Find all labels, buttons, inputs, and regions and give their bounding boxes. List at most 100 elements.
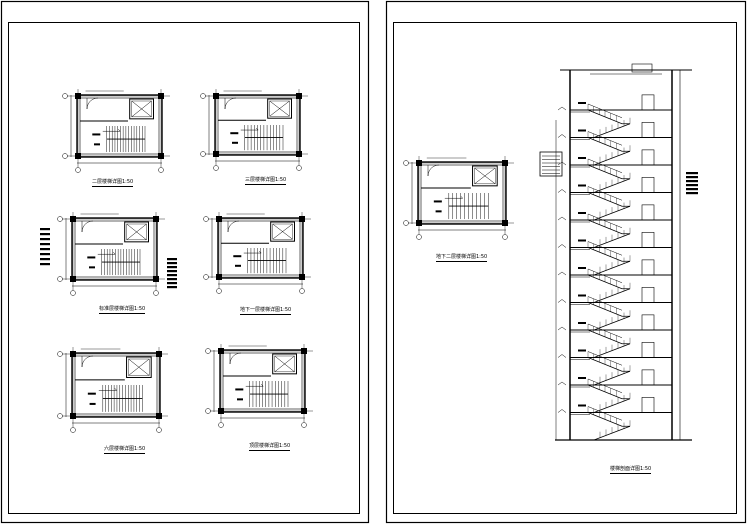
handrail	[587, 158, 623, 173]
axis-bubble	[299, 288, 305, 294]
axis-bubble	[153, 290, 159, 296]
elevator-cross	[269, 100, 290, 117]
elevator-cross	[474, 167, 496, 185]
axis-bubble	[203, 216, 209, 222]
axis-bubble	[62, 93, 68, 99]
stair-flight	[587, 357, 630, 372]
plan-b2	[403, 156, 514, 240]
handrail	[587, 296, 623, 311]
caption-plan-2f: 二层楼梯详图1:50	[92, 179, 134, 187]
level-marker	[557, 161, 567, 166]
right-sheet-frame	[385, 0, 747, 524]
axis-bubble	[70, 427, 76, 433]
side-note	[40, 243, 50, 246]
door-elevation	[641, 287, 655, 303]
stair-flight	[587, 219, 630, 235]
stair-section-drawing	[539, 63, 698, 441]
side-note	[40, 238, 50, 241]
wall-outer	[71, 352, 161, 418]
caption-plan-b1: 地下一层楼梯详图1:50	[240, 307, 292, 315]
handrail	[587, 378, 623, 393]
stair-flight	[587, 329, 630, 345]
level-marker	[557, 326, 567, 331]
handrail	[587, 213, 623, 228]
door-swing	[227, 220, 240, 233]
side-note	[40, 263, 50, 266]
level-label-mark	[578, 322, 586, 324]
side-note	[167, 274, 177, 277]
annotation-mark	[89, 402, 96, 405]
side-note	[40, 248, 50, 251]
annotation-mark	[94, 143, 100, 146]
section-side-note	[686, 176, 698, 179]
handrail	[587, 406, 623, 421]
axis-bubble	[213, 165, 219, 171]
door-swing	[224, 97, 237, 110]
axis-bubble	[218, 422, 224, 428]
axis-bubble	[57, 413, 63, 419]
axis-bubble	[200, 93, 206, 99]
wall-outer	[71, 217, 158, 281]
elevator-shaft	[472, 165, 498, 187]
level-marker	[557, 409, 567, 413]
section-note-box	[539, 151, 563, 177]
wall-inner	[217, 97, 298, 153]
annotation-mark	[435, 210, 442, 213]
level-label-mark	[578, 212, 586, 214]
door-elevation	[641, 369, 655, 386]
level-label-mark	[578, 377, 586, 379]
door-elevation	[641, 232, 655, 248]
plan-3f	[200, 89, 308, 171]
door-swing	[427, 164, 440, 177]
level-label-mark	[578, 157, 586, 159]
door-elevation	[641, 149, 655, 166]
level-label-mark	[578, 349, 586, 352]
annotation-mark	[233, 255, 242, 258]
stair-arrow	[97, 251, 116, 255]
section-side-note	[686, 184, 698, 187]
left-sheet-frame	[0, 0, 370, 524]
handrail	[587, 323, 623, 338]
elevator-shaft-inner	[474, 167, 496, 185]
axis-bubble	[296, 165, 302, 171]
level-marker	[557, 189, 567, 193]
axis-bubble	[57, 276, 63, 282]
axis-bubble	[200, 151, 206, 157]
section-side-note	[686, 172, 698, 175]
left-sheet-inner-frame	[8, 22, 360, 514]
door-elevation	[641, 314, 655, 331]
elevator-shaft-inner	[274, 355, 295, 373]
stair-arrow	[444, 195, 464, 199]
caption-stair-section: 楼梯剖面详图1:50	[610, 466, 652, 474]
handrail	[587, 268, 623, 283]
elevator-cross	[131, 100, 152, 118]
elevator-shaft-inner	[128, 358, 150, 376]
side-note	[167, 286, 177, 289]
level-marker	[557, 271, 567, 276]
elevator-shaft-inner	[269, 100, 290, 117]
elevator-shaft-inner	[131, 100, 152, 118]
axis-bubble	[205, 348, 211, 354]
axis-bubble	[416, 234, 422, 240]
axis-bubble	[403, 220, 409, 226]
level-label-mark	[578, 102, 586, 104]
axis-bubble	[158, 167, 164, 173]
door-elevation	[641, 122, 655, 138]
axis-bubble	[301, 422, 307, 428]
door-swing	[81, 355, 94, 368]
wall-outer	[417, 161, 507, 225]
elevator-shaft	[267, 98, 293, 119]
elevator-cross	[274, 355, 295, 373]
level-marker	[557, 216, 567, 221]
wall-outer	[217, 217, 304, 279]
wall-inner	[420, 164, 504, 222]
section-side-note	[686, 188, 698, 191]
stair-arrow	[240, 127, 259, 131]
handrail	[587, 241, 623, 256]
axis-bubble	[62, 153, 68, 159]
axis-bubble	[203, 274, 209, 280]
annotation-mark	[433, 200, 442, 203]
level-label-mark	[578, 184, 586, 187]
wall-inner	[220, 220, 301, 276]
annotation-mark	[89, 266, 95, 269]
